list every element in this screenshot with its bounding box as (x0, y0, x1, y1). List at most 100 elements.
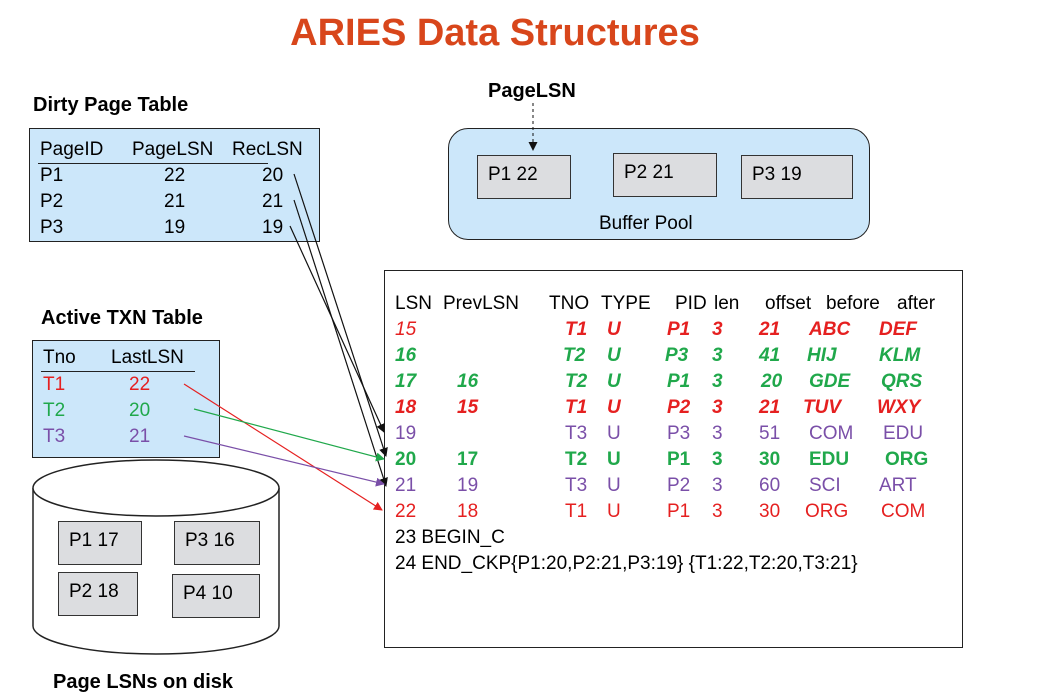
buffer-page-p1: P1 22 (477, 155, 571, 199)
log-cell: 3 (712, 319, 723, 340)
log-cell: ABC (809, 319, 851, 340)
log-cell: 3 (712, 371, 723, 392)
log-cell: WXY (877, 397, 921, 418)
log-header-lsn: LSN (395, 293, 432, 314)
log-cell: T1 (565, 501, 588, 522)
dpt-cell: 19 (262, 217, 284, 238)
log-cell: U (607, 319, 621, 340)
log-cell: 20 (395, 449, 417, 470)
log-cell: COM (809, 423, 854, 444)
log-cell: 21 (759, 397, 781, 418)
log-header-len: len (714, 293, 740, 314)
dirty-page-table-label: Dirty Page Table (33, 94, 189, 116)
log-cell: U (607, 371, 621, 392)
active-txn-table-label: Active TXN Table (41, 307, 203, 329)
log-begin-checkpoint: 23 BEGIN_C (395, 527, 505, 548)
log-cell: QRS (881, 371, 923, 392)
log-cell: U (607, 345, 621, 366)
dpt-cell: 21 (262, 191, 284, 212)
log-cell: P1 (667, 449, 691, 470)
log-header-offset: offset (765, 293, 812, 314)
dpt-header-pagelsn: PageLSN (132, 139, 214, 160)
active-txn-table: Tno LastLSN T1 22 T2 20 T3 21 (32, 340, 220, 458)
log-cell: 30 (759, 449, 781, 470)
log-cell: 19 (395, 423, 417, 444)
dpt-header-reclsn: RecLSN (232, 139, 303, 160)
lastlsn-t3-arrow (183, 435, 385, 487)
dpt-cell: P1 (40, 165, 64, 186)
buffer-page-p2: P2 21 (613, 153, 717, 197)
log-cell: GDE (809, 371, 851, 392)
log-cell: U (607, 423, 621, 444)
lastlsn-t2-arrow (193, 408, 385, 462)
log-cell: 19 (457, 475, 479, 496)
log-header-tno: TNO (549, 293, 590, 314)
log-cell: T3 (565, 423, 588, 444)
log-cell: P1 (667, 319, 691, 340)
log-records: LSN PrevLSN TNO TYPE PID len offset befo… (384, 270, 963, 648)
buffer-page-p3: P3 19 (741, 155, 853, 199)
dpt-header-underline (38, 163, 268, 164)
att-cell: 20 (129, 400, 151, 421)
log-cell: U (607, 475, 621, 496)
log-cell: TUV (803, 397, 841, 418)
log-cell: 17 (395, 371, 417, 392)
log-cell: T2 (565, 371, 588, 392)
page-lsn-label: PageLSN (488, 80, 576, 102)
log-cell: 3 (712, 501, 723, 522)
log-cell: ORG (885, 449, 929, 470)
log-cell: T2 (563, 345, 586, 366)
log-cell: T1 (565, 397, 588, 418)
log-cell: 3 (712, 475, 723, 496)
log-cell: 21 (395, 475, 417, 496)
dpt-cell: P3 (40, 217, 64, 238)
disk-label: Page LSNs on disk (53, 671, 234, 693)
reclsn-p3-arrow (289, 225, 385, 433)
log-cell: U (607, 449, 621, 470)
log-cell: ART (879, 475, 917, 496)
log-cell: 3 (712, 397, 723, 418)
log-cell: 16 (457, 371, 479, 392)
log-cell: 22 (395, 501, 417, 522)
log-cell: T2 (565, 449, 588, 470)
dirty-page-table: PageID PageLSN RecLSN P1 22 20 P2 21 21 … (29, 128, 320, 242)
log-header-before: before (826, 293, 880, 314)
dpt-cell: 20 (262, 165, 284, 186)
att-cell: 21 (129, 426, 151, 447)
log-cell: 16 (395, 345, 417, 366)
reclsn-p1-arrow (293, 173, 388, 457)
att-cell: T2 (43, 400, 66, 421)
log-cell: P2 (667, 475, 691, 496)
att-cell: 22 (129, 374, 151, 395)
log-cell: 3 (712, 449, 723, 470)
log-cell: T1 (565, 319, 588, 340)
log-cell: EDU (809, 449, 850, 470)
log-header-after: after (897, 293, 936, 314)
log-cell: 18 (457, 501, 479, 522)
log-cell: 15 (457, 397, 479, 418)
log-cell: 41 (759, 345, 781, 366)
att-header-lastlsn: LastLSN (111, 347, 184, 368)
att-cell: T3 (43, 426, 66, 447)
log-cell: P1 (667, 501, 691, 522)
log-cell: 21 (759, 319, 781, 340)
log-cell: DEF (879, 319, 917, 340)
att-header-underline (41, 371, 195, 372)
att-cell: T1 (43, 374, 66, 395)
att-header-tno: Tno (43, 347, 76, 368)
dpt-header-pageid: PageID (40, 139, 104, 160)
log-end-checkpoint: 24 END_CKP{P1:20,P2:21,P3:19} {T1:22,T2:… (395, 553, 858, 574)
log-cell: SCI (809, 475, 841, 496)
dpt-cell: 21 (164, 191, 186, 212)
log-cell: 3 (712, 345, 723, 366)
log-cell: 60 (759, 475, 781, 496)
disk-page-p4: P4 10 (172, 574, 260, 618)
log-cell: EDU (883, 423, 924, 444)
dpt-cell: 22 (164, 165, 186, 186)
reclsn-p2-arrow (293, 199, 388, 487)
log-cell: P1 (667, 371, 691, 392)
log-cell: 18 (395, 397, 417, 418)
log-header-type: TYPE (601, 293, 651, 314)
disk-page-p3: P3 16 (174, 521, 260, 565)
